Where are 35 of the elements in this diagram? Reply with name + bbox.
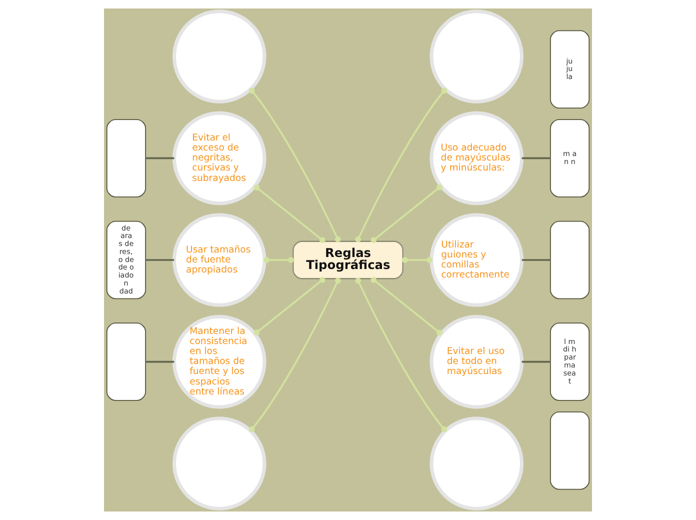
connector xyxy=(264,257,294,263)
connector xyxy=(146,259,174,261)
connector xyxy=(254,276,326,336)
node-box xyxy=(106,322,146,401)
connector xyxy=(248,278,341,432)
node-box: m a n n xyxy=(550,119,590,198)
connector xyxy=(355,88,448,242)
node-circle xyxy=(172,416,266,510)
connector xyxy=(402,257,432,263)
node-circle xyxy=(172,10,266,104)
connector xyxy=(254,184,326,244)
node-circle: Evitar el uso de todo en mayúsculas xyxy=(430,314,524,409)
connector xyxy=(355,278,448,432)
connector xyxy=(370,184,442,244)
node-circle: Mantener la consistencia en los tamaños de fuente y los espacios entre líneas xyxy=(172,314,266,409)
connector xyxy=(146,360,174,363)
connector xyxy=(522,259,550,261)
node-circle xyxy=(430,416,524,510)
node-box: de ara s de res, o de de o iado n dad xyxy=(106,220,146,300)
node-circle: Usar tamaños de fuente apropiados xyxy=(172,213,266,307)
connector xyxy=(146,157,174,160)
node-circle: Utilizar guiones y comillas correctamente xyxy=(430,213,524,307)
node-box: ju ju la xyxy=(550,30,590,109)
node-box: l m di h par ma sea t xyxy=(550,322,590,401)
connector xyxy=(522,157,550,160)
node-circle xyxy=(430,10,524,104)
node-box: Reglas Tipográficas xyxy=(292,240,404,280)
connector xyxy=(248,88,341,242)
node-box xyxy=(550,411,590,490)
connector xyxy=(370,276,442,336)
node-circle: Evitar el exceso de negritas, cursivas y subrayados xyxy=(172,111,266,206)
connector xyxy=(522,360,550,363)
node-circle: Uso adecuado de mayúsculas y minúsculas: xyxy=(430,111,524,206)
node-box xyxy=(550,220,590,300)
node-box xyxy=(106,119,146,198)
